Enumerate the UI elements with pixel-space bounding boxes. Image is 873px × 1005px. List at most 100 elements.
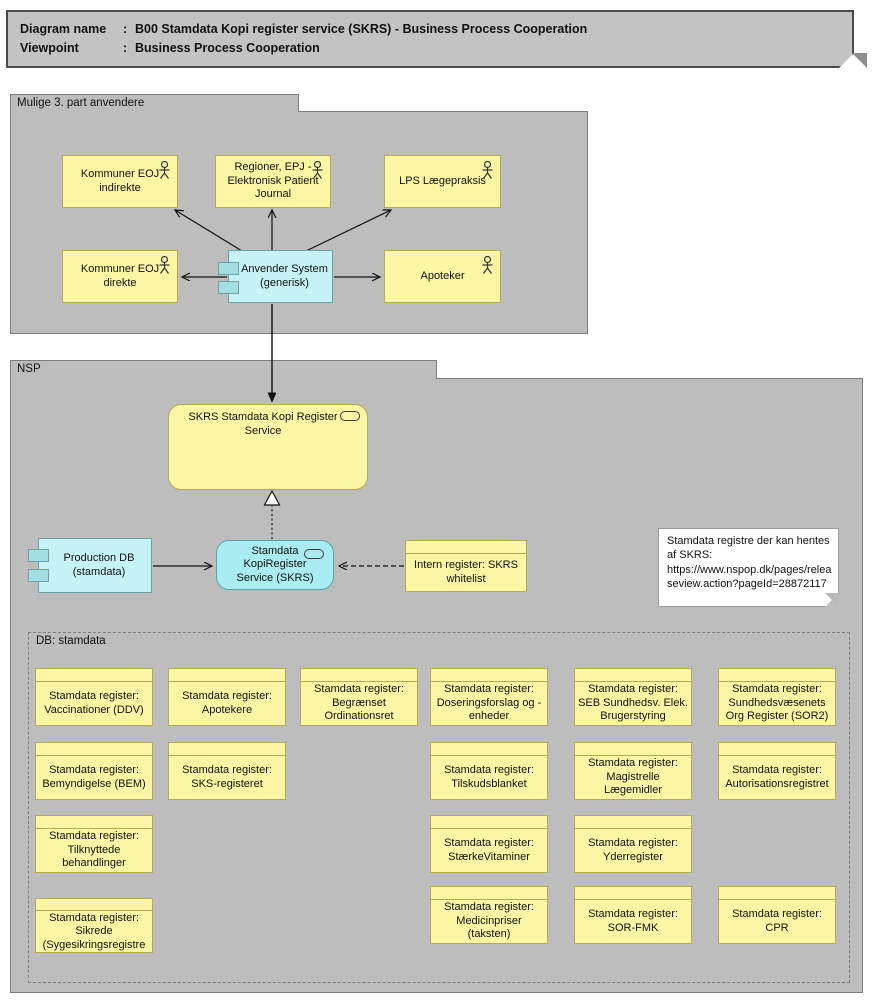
register-label: Stamdata register: Begrænset Ordinations… — [314, 683, 404, 723]
register-label: Stamdata register: Medicinpriser (takste… — [444, 901, 534, 941]
arrow-anvender-to-lps — [305, 210, 391, 252]
actor-label: Kommuner EOJ indirekte — [80, 167, 160, 194]
object-header-strip — [719, 743, 835, 756]
register-medicinpriser: Stamdata register: Medicinpriser (takste… — [430, 886, 548, 944]
register-bemyndigelse: Stamdata register: Bemyndigelse (BEM) — [35, 742, 153, 800]
register-label: Stamdata register: Bemyndigelse (BEM) — [42, 763, 146, 790]
title-diagram-name-label: Diagram name — [20, 22, 107, 36]
realization-triangle-icon — [263, 489, 281, 506]
service-stamdata-kopiregister: Stamdata KopiRegister Service (SKRS) — [216, 540, 334, 590]
register-seb-brugerstyring: Stamdata register: SEB Sundhedsv. Elek. … — [574, 668, 692, 726]
object-header-strip — [431, 887, 547, 900]
group-third-party-label: Mulige 3. part anvendere — [17, 97, 145, 109]
component-tab-icon — [218, 262, 239, 275]
register-label: Stamdata register: Vaccinationer (DDV) — [44, 689, 144, 716]
register-label: Stamdata register: Tilskudsblanket — [444, 763, 534, 790]
title-viewpoint-value: Business Process Cooperation — [135, 41, 320, 55]
register-autorisationsregistret: Stamdata register: Autorisationsregistre… — [718, 742, 836, 800]
object-header-strip — [431, 816, 547, 829]
note-fold-icon — [825, 593, 839, 607]
object-header-strip — [575, 816, 691, 829]
service-skrs-stamdata-kopi-register: SKRS Stamdata Kopi Register Service — [168, 404, 368, 490]
component-tab-icon — [28, 569, 49, 582]
register-label: Stamdata register: CPR — [732, 907, 822, 934]
object-header-strip — [575, 887, 691, 900]
register-cpr: Stamdata register: CPR — [718, 886, 836, 944]
actor-icon — [159, 161, 170, 179]
actor-icon — [312, 161, 323, 179]
diagram-title-note: Diagram name : B00 Stamdata Kopi registe… — [6, 10, 854, 68]
actor-icon — [159, 256, 170, 274]
title-separator: : — [123, 22, 128, 36]
component-label: Anvender System (generisk) — [241, 262, 328, 289]
object-header-strip — [36, 899, 152, 911]
register-vaccinationer: Stamdata register: Vaccinationer (DDV) — [35, 668, 153, 726]
actor-apoteker: Apoteker — [384, 250, 501, 303]
object-header-strip — [36, 743, 152, 756]
actor-icon — [482, 161, 493, 179]
register-tilskudsblanket: Stamdata register: Tilskudsblanket — [430, 742, 548, 800]
register-magistrelle-laegemidler: Stamdata register: Magistrelle Lægemidle… — [574, 742, 692, 800]
object-header-strip — [575, 743, 691, 756]
actor-kommuner-eoj-direkte: Kommuner EOJ direkte — [62, 250, 178, 303]
group-nsp-label: NSP — [17, 363, 41, 375]
component-tab-icon — [218, 281, 239, 294]
register-label: Stamdata register: SOR-FMK — [588, 907, 678, 934]
component-label: Production DB (stamdata) — [63, 551, 135, 578]
object-header-strip — [431, 669, 547, 682]
service-label: SKRS Stamdata Kopi Register Service — [188, 411, 338, 437]
register-label: Stamdata register: Tilknyttede behandlin… — [49, 830, 139, 870]
register-label: Stamdata register: Yderregister — [588, 836, 678, 863]
service-pill-icon — [304, 549, 324, 559]
register-sks-registeret: Stamdata register: SKS-registeret — [168, 742, 286, 800]
service-pill-icon — [340, 411, 360, 421]
register-staerkevitaminer: Stamdata register: StærkeVitaminer — [430, 815, 548, 873]
object-header-strip — [406, 541, 526, 554]
object-header-strip — [169, 669, 285, 682]
actor-lps-laegepraksis: LPS Lægepraksis — [384, 155, 501, 208]
object-header-strip — [575, 669, 691, 682]
group-nsp-tab: NSP — [10, 360, 437, 379]
actor-regioner-epj: Regioner, EPJ - Elektronisk Patient Jour… — [215, 155, 331, 208]
arrow-anvender-to-kommuner-indirekte — [175, 210, 243, 252]
group-db-stamdata-label: DB: stamdata — [36, 635, 106, 647]
title-separator: : — [123, 41, 128, 55]
title-viewpoint-label: Viewpoint — [20, 41, 79, 55]
actor-label: Kommuner EOJ direkte — [80, 262, 160, 289]
group-third-party-tab: Mulige 3. part anvendere — [10, 94, 299, 112]
note-skrs-url: Stamdata registre der kan hentes af SKRS… — [658, 528, 839, 607]
object-label: Intern register: SKRS whitelist — [414, 558, 518, 585]
component-tab-icon — [28, 549, 49, 562]
register-sikrede: Stamdata register: Sikrede (Sygesikrings… — [35, 898, 153, 953]
register-label: Stamdata register: Sikrede (Sygesikrings… — [42, 911, 146, 951]
register-label: Stamdata register: StærkeVitaminer — [444, 836, 534, 863]
register-label: Stamdata register: Autorisationsregistre… — [725, 763, 829, 790]
component-anvender-system: Anvender System (generisk) — [218, 250, 333, 303]
register-sor2: Stamdata register: Sundhedsvæsenets Org … — [718, 668, 836, 726]
register-sor-fmk: Stamdata register: SOR-FMK — [574, 886, 692, 944]
object-header-strip — [431, 743, 547, 756]
title-diagram-name-value: B00 Stamdata Kopi register service (SKRS… — [135, 22, 588, 36]
object-header-strip — [36, 816, 152, 829]
register-begraenset-ordinationsret: Stamdata register: Begrænset Ordinations… — [300, 668, 418, 726]
register-label: Stamdata register: SEB Sundhedsv. Elek. … — [578, 683, 688, 723]
object-header-strip — [169, 743, 285, 756]
title-note-fold-icon — [852, 53, 867, 68]
register-apotekere: Stamdata register: Apotekere — [168, 668, 286, 726]
register-tilknyttede-behandlinger: Stamdata register: Tilknyttede behandlin… — [35, 815, 153, 873]
register-doseringsforslag: Stamdata register: Doseringsforslag og -… — [430, 668, 548, 726]
actor-icon — [482, 256, 493, 274]
register-label: Stamdata register: Apotekere — [182, 689, 272, 716]
register-label: Stamdata register: Doseringsforslag og -… — [436, 683, 542, 723]
object-header-strip — [36, 669, 152, 682]
register-yderregister: Stamdata register: Yderregister — [574, 815, 692, 873]
actor-label: Apoteker — [420, 269, 465, 282]
object-header-strip — [719, 669, 835, 682]
actor-label: LPS Lægepraksis — [399, 174, 486, 187]
note-text: Stamdata registre der kan hentes af SKRS… — [667, 535, 832, 590]
service-label: Stamdata KopiRegister Service (SKRS) — [236, 544, 314, 584]
object-header-strip — [301, 669, 417, 682]
register-label: Stamdata register: Sundhedsvæsenets Org … — [725, 683, 829, 723]
